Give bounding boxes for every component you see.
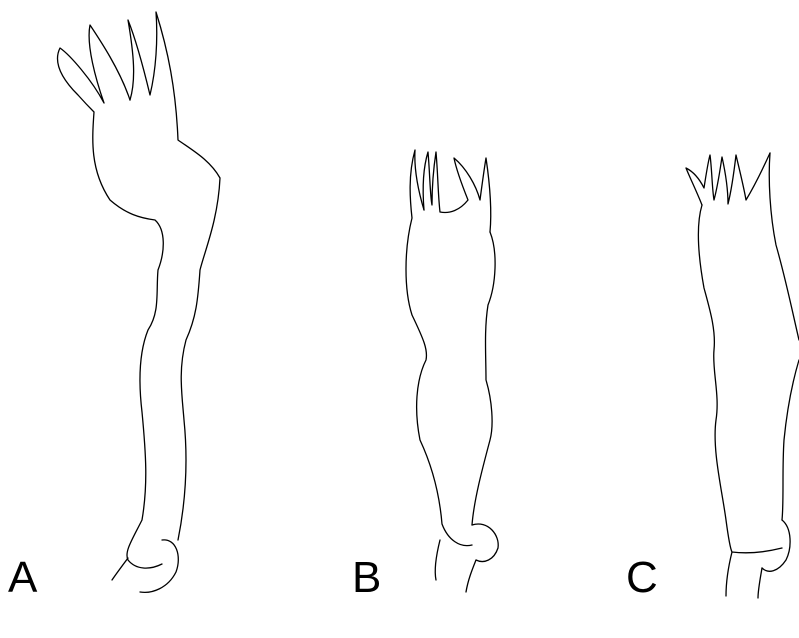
panel-b-crown [423,152,491,232]
panel-a-outline [57,25,163,568]
panel-c-base [726,548,782,598]
panel-b-lower-bulb [472,524,498,561]
panel-c-crown [686,153,770,205]
panel-b-base-stub [435,540,476,592]
panel-label-a: A [8,553,38,602]
panel-a-outline-right [128,12,220,540]
panel-c: C [626,153,799,602]
panel-b: B [352,150,498,602]
panel-b-outline-right [472,232,495,525]
panel-label-c: C [626,553,658,602]
panel-c-lower-bulb [762,520,790,571]
panel-label-b: B [352,553,381,602]
panel-a: A [8,12,220,602]
panel-a-base-stub [112,558,128,580]
panel-a-lower-bulb [140,540,178,593]
panel-c-inner-right [782,360,799,520]
panel-b-outline-left [406,150,472,546]
panel-c-outline-right [769,153,799,340]
panel-c-outline-left [698,205,732,552]
